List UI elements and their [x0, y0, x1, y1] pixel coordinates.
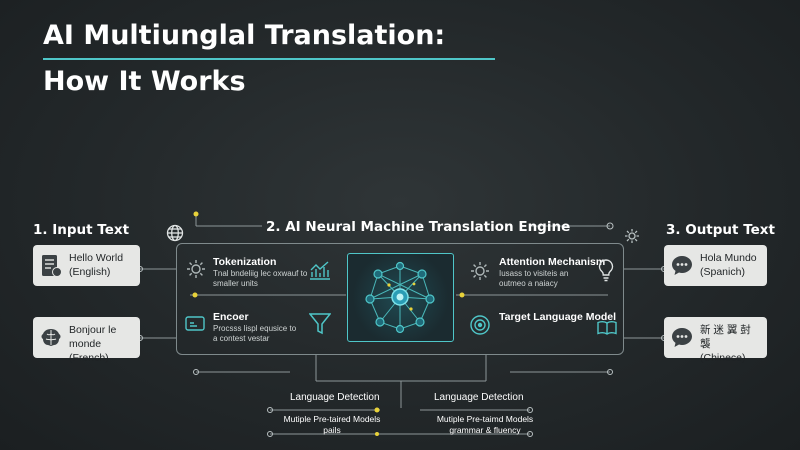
neural-network-panel — [347, 253, 454, 342]
input-card-french: Bonjour le monde (French) — [33, 317, 140, 364]
output-section-heading: 3. Output Text — [666, 222, 775, 238]
speech-bubble-icon — [670, 326, 694, 350]
lower-desc-right: Mutiple Pre-taimd Models grammar & fluen… — [436, 414, 534, 435]
output-text-spanish: Hola Mundo (Spanich) — [700, 252, 757, 278]
lower-desc-left: Mutiple Pre-taired Models pails — [283, 414, 381, 435]
target-icon — [469, 314, 491, 341]
feature-desc-tokenization: Tnal bndeliig lec oxwauf to smaller unit… — [213, 269, 308, 288]
funnel-icon — [308, 312, 332, 341]
engine-section-heading: 2. AI Neural Machine Translation Engine — [266, 219, 571, 235]
output-card-chinese: 新 迷 翼 尌 襲 (Chinece) — [664, 317, 767, 364]
engine-container — [176, 243, 624, 355]
feature-title-attention: Attention Mechanism — [499, 256, 606, 268]
output-text-chinese: 新 迷 翼 尌 襲 (Chinece) — [700, 324, 751, 364]
document-icon — [39, 254, 63, 278]
chart-icon — [309, 260, 331, 285]
page-subtitle: How It Works — [43, 66, 246, 97]
brain-icon — [39, 326, 63, 350]
book-icon — [597, 320, 617, 341]
cog-icon — [185, 258, 207, 285]
globe-icon — [166, 224, 184, 247]
feature-title-encoder: Encoer — [213, 311, 249, 323]
language-detection-label-right: Language Detection — [434, 392, 524, 403]
input-card-english: Hello World (English) — [33, 245, 140, 286]
gear-icon — [469, 260, 491, 287]
title-underline — [43, 58, 495, 60]
feature-title-tokenization: Tokenization — [213, 256, 277, 268]
page-title: AI Multiunglal Translation: — [43, 20, 446, 51]
language-detection-label-left: Language Detection — [290, 392, 380, 403]
feature-desc-attention: Iusass to visiteis an outmeo a naiacy — [499, 269, 569, 288]
lightbulb-icon — [597, 258, 615, 287]
feature-title-target-model: Target Language Model — [499, 311, 617, 323]
speech-bubble-icon — [670, 254, 694, 278]
input-text-french: Bonjour le monde (French) — [69, 324, 117, 364]
input-section-heading: 1. Input Text — [33, 222, 130, 238]
output-card-spanish: Hola Mundo (Spanich) — [664, 245, 767, 286]
neural-network-icon — [365, 261, 435, 334]
gear-icon — [624, 228, 640, 249]
input-text-english: Hello World (English) — [69, 252, 124, 278]
screen-icon — [185, 314, 205, 339]
feature-desc-encoder: Procsss lispl equsice to a contest vesta… — [213, 324, 297, 343]
